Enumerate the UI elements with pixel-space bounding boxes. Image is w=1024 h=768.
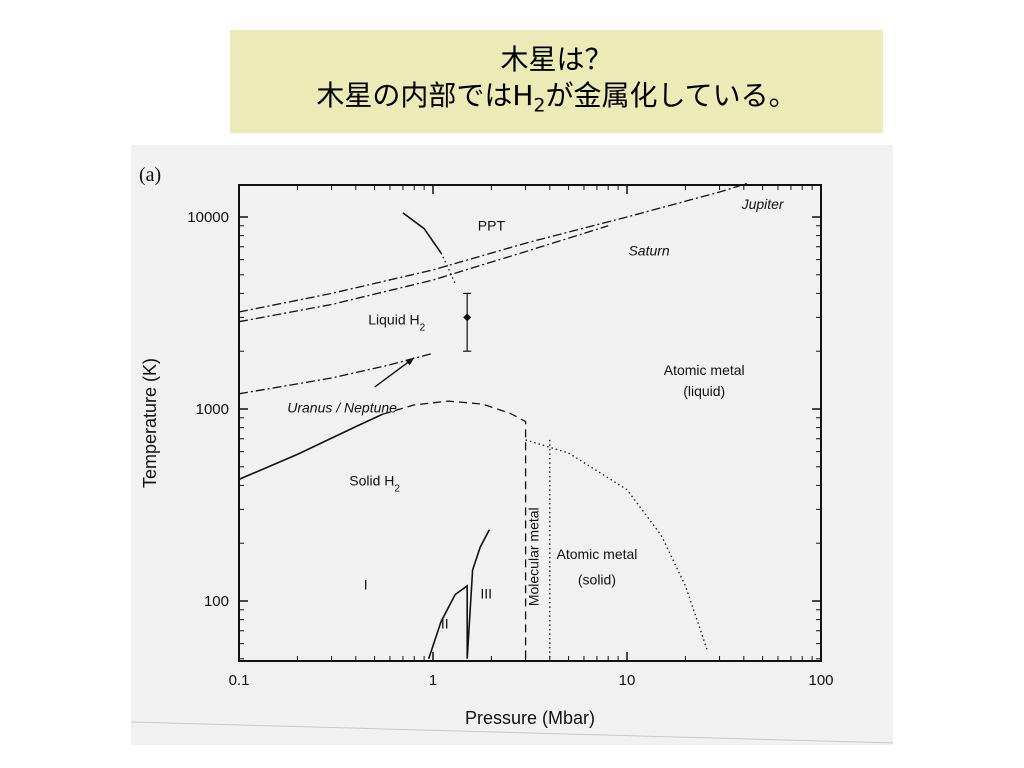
x-tick-label: 10 [619,672,636,689]
slide-title-line2: 木星の内部ではH2が金属化している。 [230,78,883,124]
x-axis-label: Pressure (Mbar) [465,708,595,728]
annotation-liquid-h: Liquid H2 [368,312,425,334]
annotation-liquid-h-subscript: 2 [420,322,426,333]
y-tick-label: 10000 [187,209,229,226]
boundary-line-8 [402,212,442,254]
phase-diagram-chart: (a) Pressure (Mbar) Temperature (K) 0.1 1… [131,164,893,744]
boundary-line-4 [382,400,527,659]
x-tick-label: 100 [808,672,833,689]
scan-smudge [131,721,893,744]
annotation-ii: II [441,615,449,631]
annotation-atomic-metal: Atomic metal [664,362,745,378]
slide-title: 木星は？ 木星の内部ではH2が金属化している。 [230,30,883,133]
annotation-molecular-metal: Molecular metal [526,507,542,606]
annotation-liquid: (liquid) [683,383,725,399]
slide-title-line2-sub: 2 [533,94,546,117]
data-point-marker [463,313,472,322]
y-tick-label: 100 [204,593,229,610]
axis-ticks: 0.1 1 10 100 100 1000 10000 [187,185,834,689]
series-group [238,182,749,660]
slide-title-line2-post: が金属化している。 [545,79,797,112]
annotation-uranus-neptune: Uranus / Neptune [287,399,397,415]
uranus-neptune-line [238,352,434,395]
slide-title-line2-pre: 木星の内部ではH [316,79,534,112]
arrow-head [405,357,415,366]
annotation-saturn: Saturn [628,243,669,259]
x-tick-label: 1 [429,672,437,689]
x-tick-label: 0.1 [229,672,250,689]
saturn-line [238,225,609,323]
boundary-line-3 [238,413,383,481]
panel-label: (a) [139,164,161,186]
jupiter-line [238,182,749,313]
y-axis-label: Temperature (K) [140,358,160,488]
annotation-solid: (solid) [578,571,616,587]
slide-title-line1: 木星は？ [500,43,613,76]
annotation-atomic-metal: Atomic metal [556,546,637,562]
annotation-ppt: PPT [478,218,506,234]
plot-frame [238,184,822,662]
phase-diagram-figure: (a) Pressure (Mbar) Temperature (K) 0.1 1… [131,145,893,745]
annotation-solid-h: Solid H2 [349,472,400,494]
extras-group [374,292,472,388]
y-tick-label: 1000 [196,401,229,418]
boundary-line-9 [440,252,456,284]
boundary-line-5 [525,439,709,652]
annotation-i: I [364,576,368,592]
annotation-iii: III [480,586,492,602]
boundary-line-7 [427,529,491,660]
annotation-jupiter: Jupiter [741,196,785,212]
annotation-solid-h-subscript: 2 [394,483,400,494]
